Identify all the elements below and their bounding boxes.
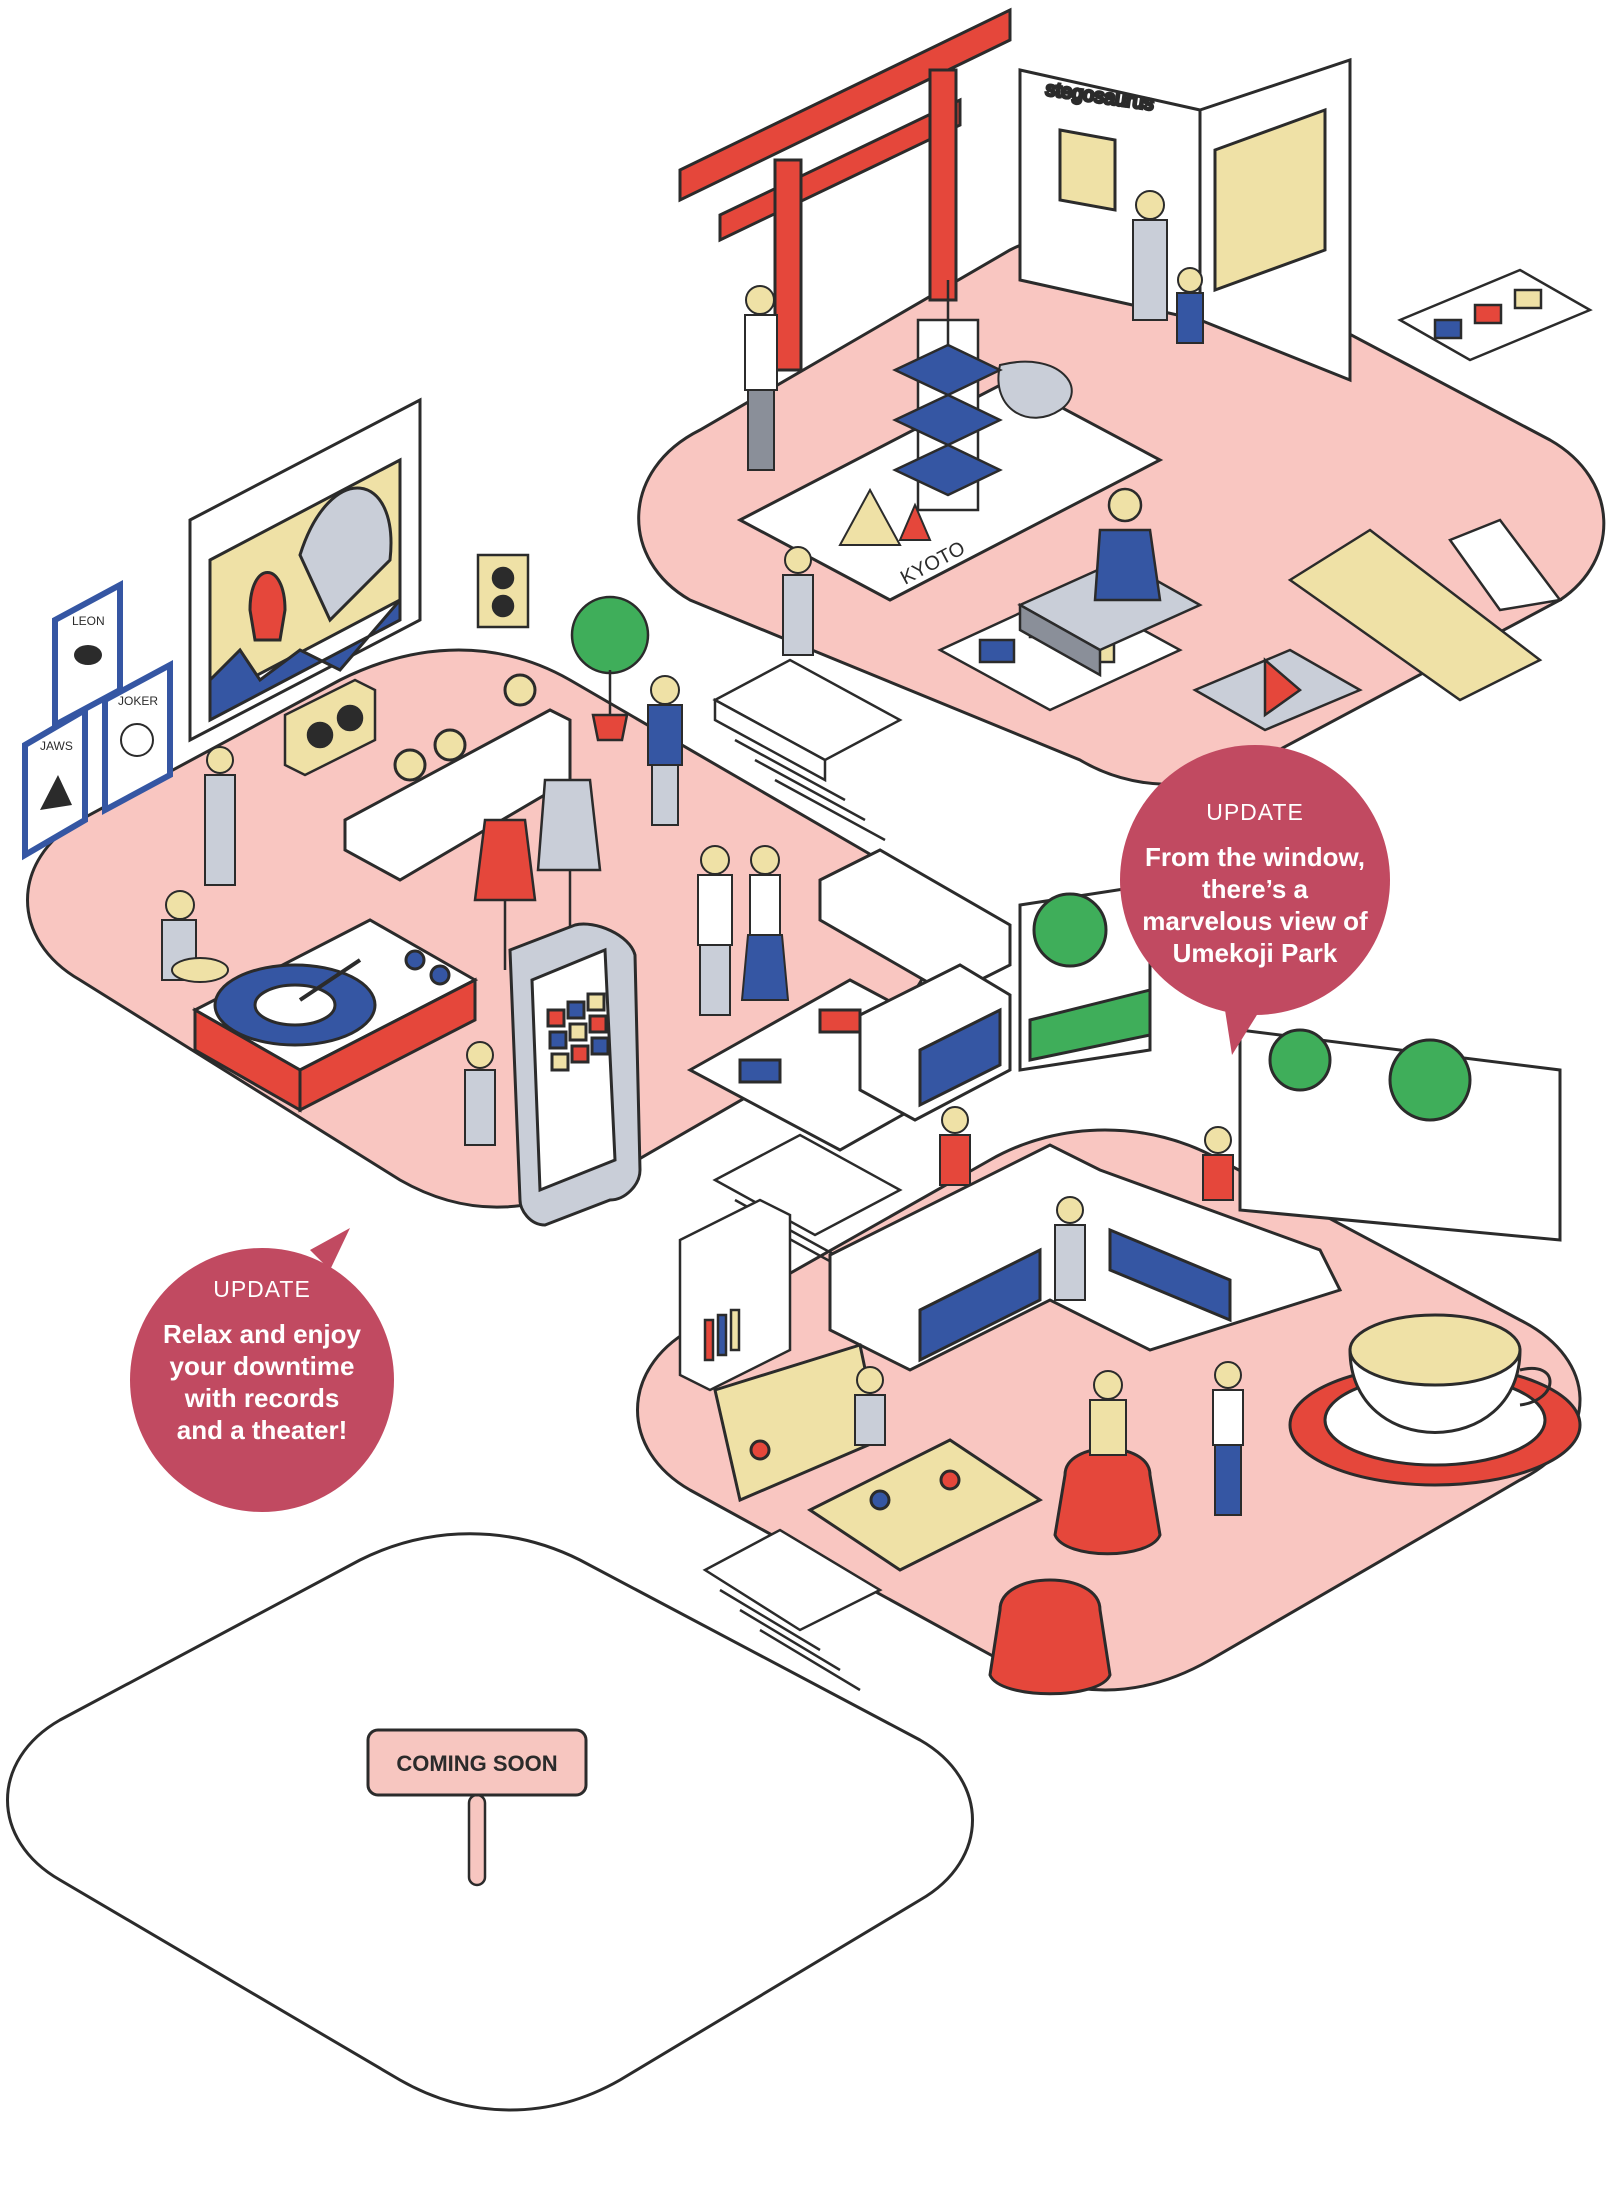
update-bubble-park[interactable]: UPDATE From the window, there’s a marvel…	[1120, 745, 1390, 1055]
book-display-shelf[interactable]	[1397, 268, 1593, 362]
person-barista-left	[939, 1106, 971, 1186]
person-phone-kid	[464, 1041, 496, 1146]
park-window-view[interactable]	[1018, 883, 1562, 1242]
teacup-icon[interactable]	[1288, 1313, 1582, 1487]
poster-jaws-label: JAWS	[40, 739, 73, 753]
cushion-bench[interactable]	[713, 1343, 1043, 1572]
display-cabinet[interactable]	[858, 963, 1012, 1122]
person-book-adult	[1132, 190, 1168, 321]
person-theater-woman	[204, 746, 236, 886]
bubble-park-heading: UPDATE	[1206, 799, 1304, 825]
coming-soon-sign[interactable]: COMING SOON	[366, 1728, 588, 1887]
coming-soon-label: COMING SOON	[396, 1751, 557, 1776]
poster-leon-label: LEON	[72, 614, 105, 628]
person-tv-man	[647, 675, 683, 826]
mannequin-grey	[536, 778, 602, 930]
person-torii-adult	[744, 285, 778, 471]
person-barista-right	[1202, 1126, 1234, 1201]
coming-soon-floor-area[interactable]	[6, 1532, 974, 2112]
tree-icon	[570, 595, 650, 742]
sofa-speaker	[283, 678, 377, 777]
torii-gate-icon	[678, 7, 1012, 372]
theater-screen[interactable]	[188, 397, 422, 743]
poster-joker[interactable]: JOKER	[102, 659, 173, 816]
slide[interactable]	[1287, 518, 1563, 702]
people-group	[161, 190, 1244, 1516]
person-guitar	[161, 890, 229, 983]
pagoda-icon	[892, 280, 1003, 512]
bubble-park-line: marvelous view of	[1142, 906, 1368, 936]
bubble-park-line: Umekoji Park	[1173, 938, 1338, 968]
stairs-bottom[interactable]	[702, 1528, 883, 1692]
poster-leon[interactable]: LEON	[52, 579, 123, 731]
music-phone-display[interactable]	[508, 922, 642, 1227]
poster-joker-label: JOKER	[118, 694, 158, 708]
poster-jaws[interactable]: JAWS	[22, 704, 88, 861]
stairs-top[interactable]	[712, 658, 903, 842]
turntable-icon[interactable]	[191, 918, 479, 1113]
person-bench-sitting	[854, 1366, 886, 1446]
person-stairs-walker	[782, 546, 814, 656]
bubble-theater-heading: UPDATE	[213, 1276, 311, 1302]
bubble-theater-line: and a theater!	[177, 1415, 348, 1445]
person-cafe-walker	[1212, 1361, 1244, 1516]
bookshelf[interactable]	[678, 1198, 792, 1392]
person-cafe-standing	[1054, 1196, 1086, 1301]
person-shop-man	[697, 845, 733, 1016]
bubble-theater-line: Relax and enjoy	[163, 1319, 361, 1349]
mannequin-red	[473, 818, 537, 970]
reading-bench[interactable]	[1017, 487, 1203, 678]
person-jelly-sitting	[1089, 1370, 1127, 1456]
jelly-mold-icon[interactable]	[988, 1447, 1162, 1696]
update-bubble-theater[interactable]: UPDATE Relax and enjoy your downtime wit…	[130, 1228, 394, 1512]
bubble-park-line: there’s a	[1202, 874, 1309, 904]
bubble-theater-line: your downtime	[170, 1351, 355, 1381]
bubble-theater-line: with records	[184, 1383, 340, 1413]
bubble-park-line: From the window,	[1145, 842, 1365, 872]
speaker-icon	[476, 553, 530, 629]
person-book-child	[1176, 267, 1204, 344]
person-shop-woman	[740, 845, 790, 1001]
